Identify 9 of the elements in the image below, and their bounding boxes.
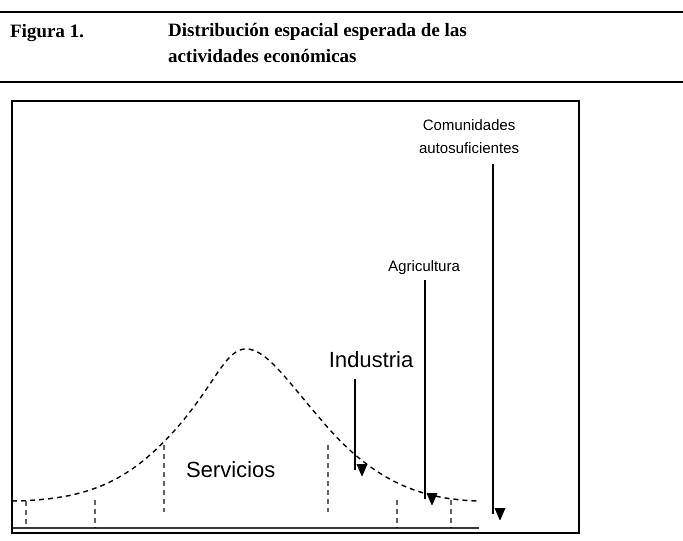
activity-label: Comunidades autosuficientes — [394, 114, 544, 160]
arrow — [492, 164, 506, 521]
figure-number: Figura 1. — [10, 20, 84, 44]
region-label: Servicios — [186, 456, 276, 484]
activity-label: Industria — [316, 343, 426, 376]
figure-title: Distribución espacial esperada de las actividades económicas — [168, 19, 468, 69]
arrow — [354, 379, 368, 477]
activity-label: Agricultura — [368, 256, 480, 278]
arrow — [424, 280, 438, 506]
